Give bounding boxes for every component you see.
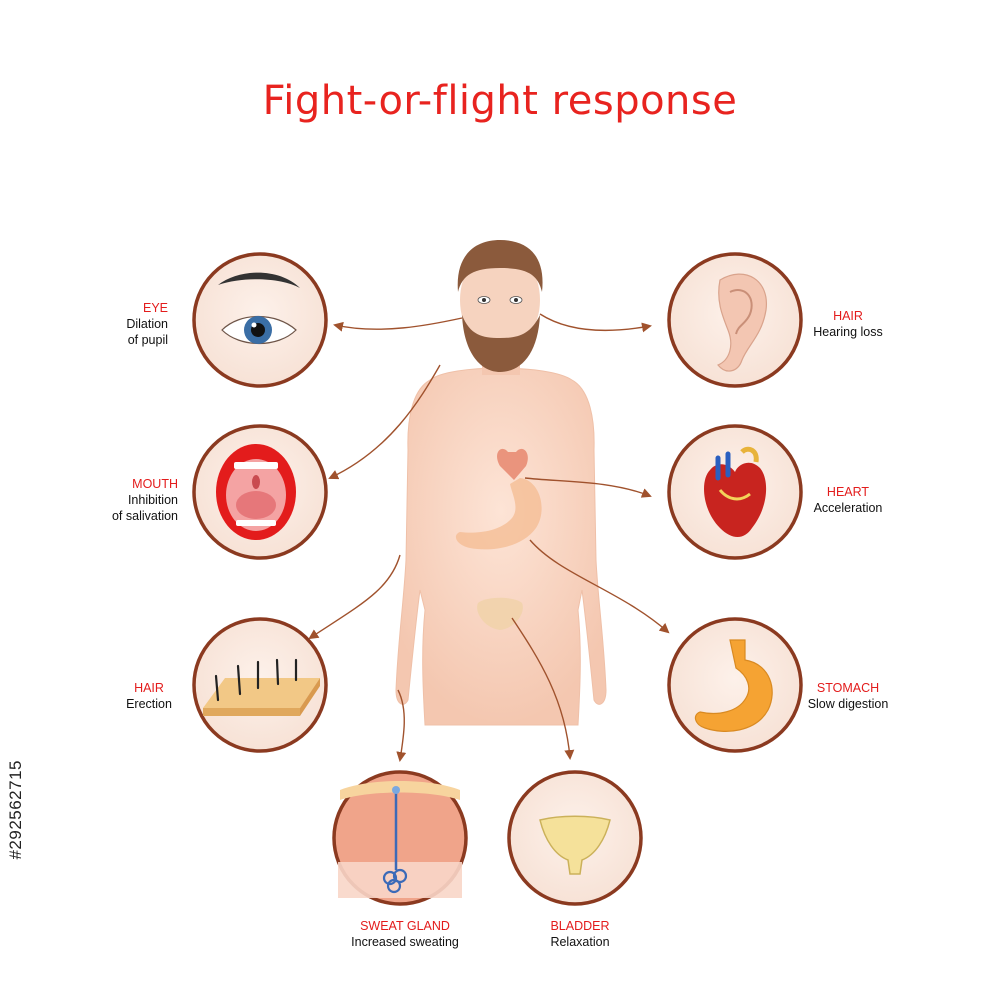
arrow-sweat: [396, 689, 407, 762]
arrow-eye: [333, 317, 463, 332]
skin-block-icon: [203, 678, 320, 708]
page-title: Fight-or-flight response: [262, 78, 738, 124]
label-mouth-head: MOUTH: [132, 477, 178, 491]
sweat-circle: [332, 770, 468, 906]
label-stomach: STOMACH Slow digestion: [806, 680, 890, 712]
ear-icon: [717, 273, 767, 372]
label-sweat-head: SWEAT GLAND: [360, 919, 450, 933]
label-hair-head: HAIR: [134, 681, 164, 695]
mouth-circle: [192, 424, 328, 560]
body-heart: [497, 448, 528, 480]
label-eye-desc1: Dilation: [126, 317, 168, 331]
sweat-coil-icon: [382, 868, 408, 894]
label-sweat: SWEAT GLAND Increased sweating: [345, 918, 465, 950]
eye-circle: [192, 252, 328, 388]
arrow-ear: [539, 313, 652, 333]
label-eye: EYE Dilation of pupil: [100, 300, 168, 348]
bladder-circle: [507, 770, 643, 906]
label-heart: HEART Acceleration: [806, 484, 890, 516]
label-hair-desc1: Erection: [126, 697, 172, 711]
label-bladder-head: BLADDER: [550, 919, 610, 933]
label-stomach-head: STOMACH: [816, 681, 880, 695]
ear-circle: [667, 252, 803, 388]
heart-circle: [667, 424, 803, 560]
hair-top: [457, 240, 543, 292]
arrow-bladder: [511, 617, 575, 760]
body-stomach: [455, 478, 542, 550]
beard: [462, 315, 540, 372]
label-ear-desc1: Hearing loss: [813, 325, 883, 339]
stomach-icon: [694, 639, 773, 732]
label-bladder: BLADDER Relaxation: [540, 918, 620, 950]
label-hair: HAIR Erection: [120, 680, 178, 712]
body-bladder: [477, 597, 523, 630]
stomach-circle: [667, 617, 803, 753]
label-heart-head: HEART: [826, 485, 870, 499]
label-eye-head: EYE: [142, 301, 168, 315]
arrow-mouth: [328, 364, 441, 480]
stock-id-watermark: #292562715: [6, 760, 25, 860]
face: [460, 248, 540, 352]
human-figure: [395, 240, 607, 726]
eyebrow-icon: [218, 272, 300, 288]
label-sweat-desc1: Increased sweating: [351, 935, 459, 949]
bladder-icon: [539, 815, 611, 875]
label-ear: HAIR Hearing loss: [808, 308, 888, 340]
label-bladder-desc1: Relaxation: [550, 935, 610, 949]
label-ear-head: HAIR: [833, 309, 863, 323]
label-heart-desc1: Acceleration: [813, 501, 883, 515]
label-eye-desc2: of pupil: [127, 333, 168, 347]
label-mouth-desc1: Inhibition: [127, 493, 178, 507]
hair-strands-icon: [214, 658, 298, 702]
arrow-heart: [524, 477, 652, 498]
label-mouth-desc2: of salivation: [111, 509, 178, 523]
hair-circle: [192, 617, 328, 753]
label-stomach-desc1: Slow digestion: [807, 697, 889, 711]
arrows: [308, 313, 670, 762]
label-mouth: MOUTH Inhibition of salivation: [90, 476, 178, 524]
arrow-stomach: [529, 539, 670, 634]
arrow-hair: [308, 554, 401, 640]
